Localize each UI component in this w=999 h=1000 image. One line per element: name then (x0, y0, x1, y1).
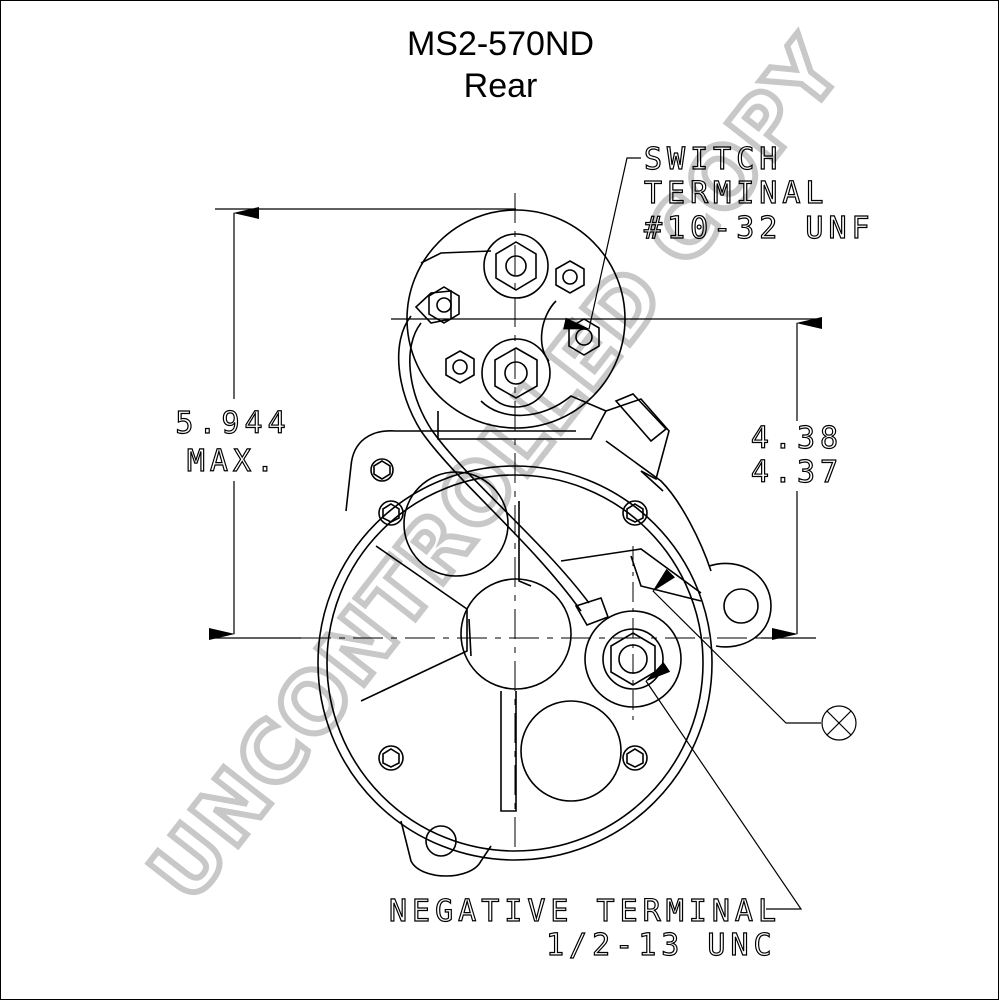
dimension-overall-value: 5.944 (175, 406, 290, 441)
dimension-terminal-height (391, 317, 823, 640)
switch-terminal-label-1: SWITCH (644, 142, 782, 177)
circle-x-icon (652, 568, 857, 741)
dimension-terminal-max: 4.38 (751, 421, 843, 456)
dimension-terminal-min: 4.37 (751, 455, 843, 490)
negative-terminal-leader (645, 661, 803, 910)
negative-terminal-label-2: 1/2-13 UNC (546, 928, 777, 963)
dimension-overall-height (208, 207, 516, 640)
drawing-title: MS2-570ND (406, 25, 595, 63)
switch-terminal-leader (563, 157, 641, 330)
switch-terminal-label-2: TERMINAL (644, 176, 829, 211)
drawing-subtitle: Rear (463, 67, 538, 105)
dimension-overall-note: MAX. (187, 444, 279, 479)
starter-body (301, 193, 781, 877)
switch-terminal-label-3: #10-32 UNF (644, 211, 875, 246)
negative-terminal-label-1: NEGATIVE TERMINAL (389, 894, 781, 929)
